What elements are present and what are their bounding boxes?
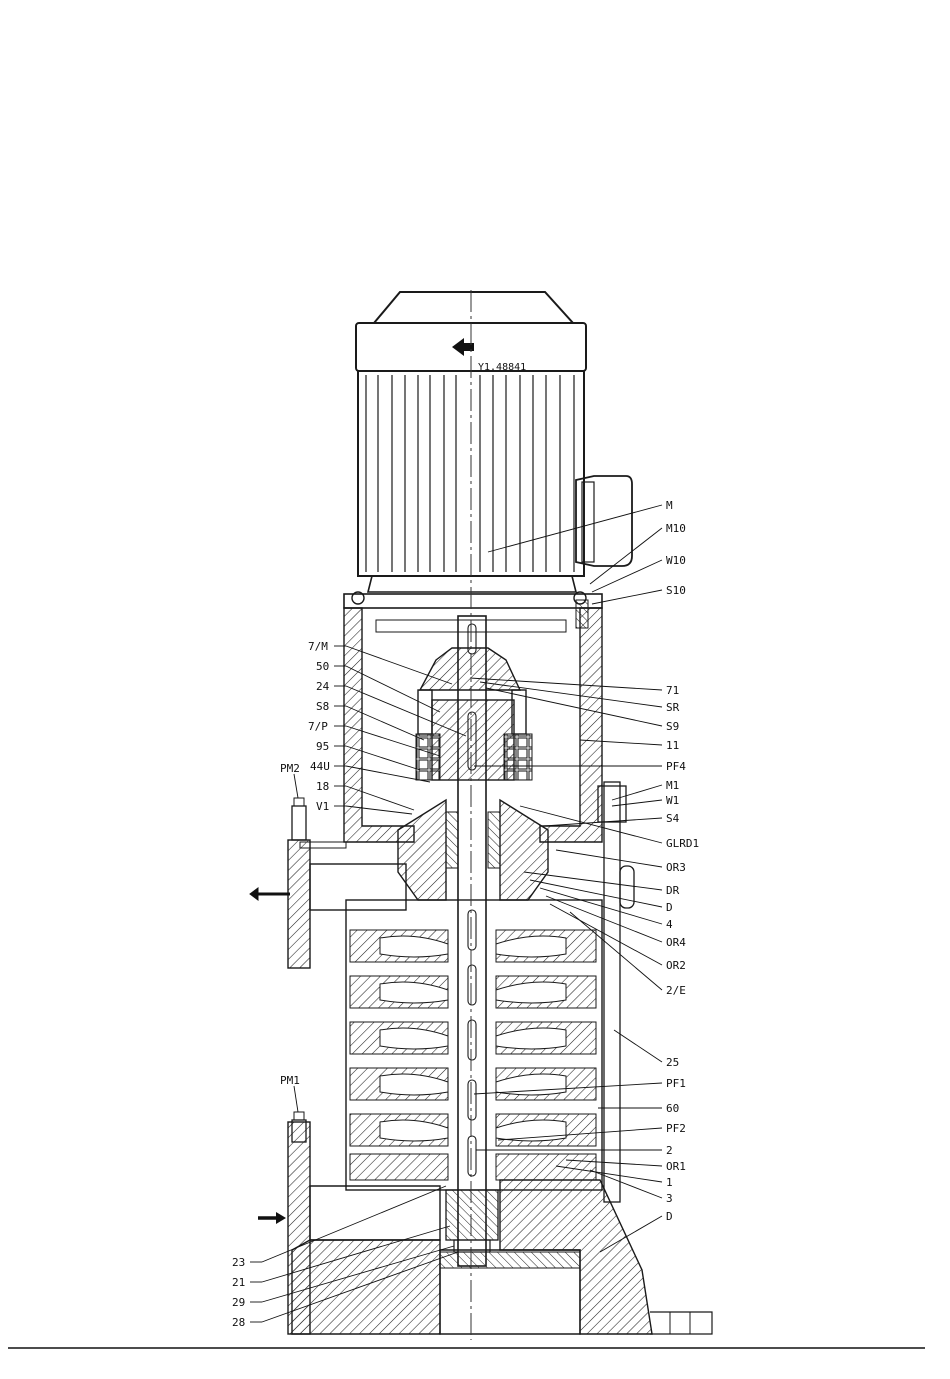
callout-label: PF2 [666, 1122, 686, 1135]
stage-5 [350, 1114, 596, 1146]
motor: Y1.48841 [356, 292, 632, 592]
callout-label: 2/E [666, 984, 686, 997]
callout-labels-left: 7/M 50 24 S8 7/P 95 44U 18 V1 23 21 29 2… [232, 640, 330, 1329]
callout-label: 24 [316, 680, 330, 693]
callout-label: 3 [666, 1192, 673, 1205]
stage-2 [350, 976, 596, 1008]
callout-label: 29 [232, 1296, 245, 1309]
callout-label: W1 [666, 794, 679, 807]
callout-label: D [666, 901, 673, 914]
callout-label: DR [666, 884, 680, 897]
pump-stages [346, 900, 602, 1190]
callout-label: 1 [666, 1176, 673, 1189]
callout-label: 18 [316, 780, 329, 793]
callout-label: 11 [666, 739, 679, 752]
callout-label: 23 [232, 1256, 245, 1269]
motor-plate-text: Y1.48841 [478, 362, 526, 373]
callout-label: PF4 [666, 760, 686, 773]
stage-1 [350, 930, 596, 962]
callout-labels-right: M M10 W10 S10 71 SR S9 11 PF4 M1 W1 S4 G… [666, 499, 699, 1223]
callout-label: S4 [666, 812, 680, 825]
motor-cooling-fins [366, 375, 574, 572]
callout-label: OR1 [666, 1160, 686, 1173]
callout-label: 44U [310, 760, 330, 773]
stage-4 [350, 1068, 596, 1100]
callout-label: OR2 [666, 959, 686, 972]
callout-label: 21 [232, 1276, 245, 1289]
callout-label: 2 [666, 1144, 673, 1157]
callout-label: OR3 [666, 861, 686, 874]
callout-label: S10 [666, 584, 686, 597]
callout-label: 4 [666, 918, 673, 931]
port-label-pm1: PM1 [280, 1074, 300, 1087]
callout-label: V1 [316, 800, 329, 813]
callout-label: PF1 [666, 1077, 686, 1090]
callout-label: M [666, 499, 673, 512]
tie-rod [598, 782, 634, 1202]
callout-label: 50 [316, 660, 329, 673]
callout-label: M1 [666, 779, 679, 792]
callout-label: S8 [316, 700, 329, 713]
callout-label: 25 [666, 1056, 679, 1069]
callout-label: GLRD1 [666, 837, 699, 850]
callout-label: M10 [666, 522, 686, 535]
callout-label: 7/M [308, 640, 328, 653]
callout-label: D [666, 1210, 673, 1223]
pump-base [292, 1180, 712, 1334]
callout-label: W10 [666, 554, 686, 567]
coupling-and-seal-housing [398, 648, 548, 900]
callout-label: S9 [666, 720, 679, 733]
callout-label: 7/P [308, 720, 328, 733]
stage-3 [350, 1022, 596, 1054]
callout-label: 95 [316, 740, 329, 753]
callout-label: 71 [666, 684, 679, 697]
callout-label: 60 [666, 1102, 679, 1115]
suction-arrow-icon [276, 1212, 286, 1224]
port-label-pm2: PM2 [280, 762, 300, 775]
callout-label: 28 [232, 1316, 245, 1329]
callout-label: OR4 [666, 936, 686, 949]
callout-label: SR [666, 701, 680, 714]
